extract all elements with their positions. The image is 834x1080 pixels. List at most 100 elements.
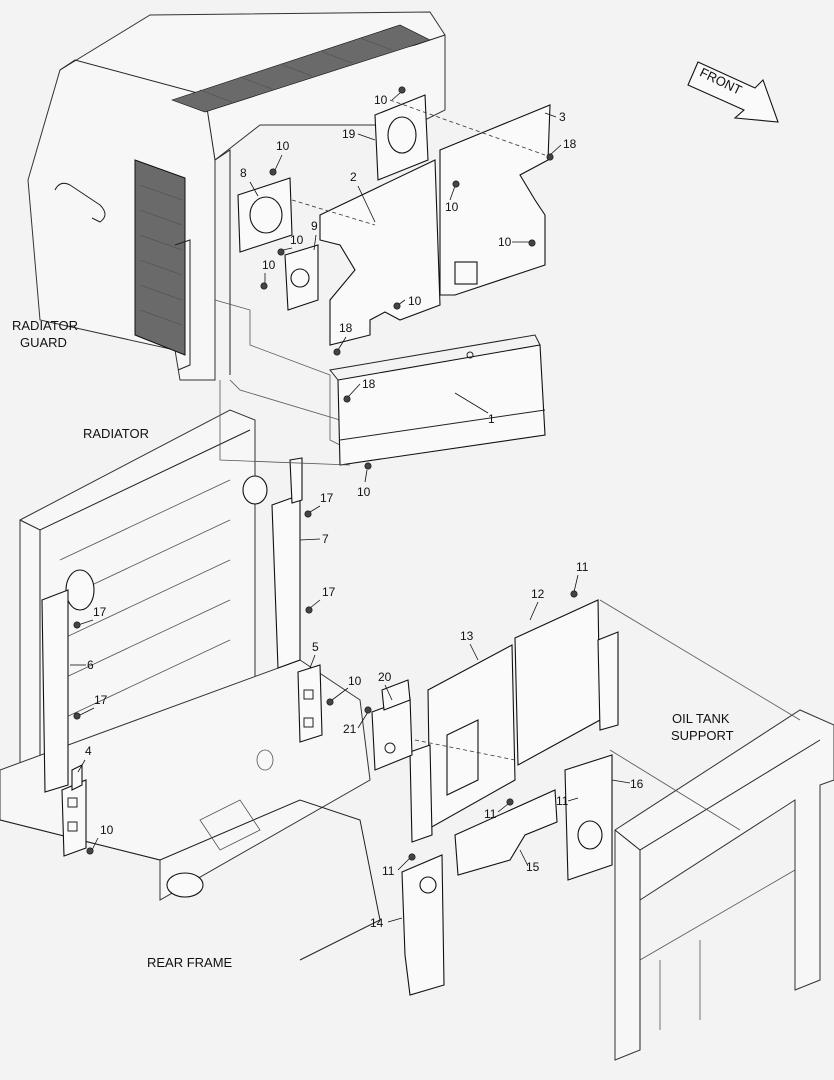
callout-leader-10 (91, 837, 99, 851)
callout-20: 20 (378, 670, 392, 684)
callout-11: 11 (576, 560, 589, 574)
part-15-bracket (454, 789, 558, 876)
radiator-guard-housing (27, 11, 446, 456)
bolt-icon (73, 621, 81, 629)
callout-leader-8 (249, 181, 259, 197)
bolt-icon (364, 462, 372, 470)
callout-leader-3 (544, 112, 557, 118)
callout-leader-16 (611, 779, 631, 784)
callout-18: 18 (362, 377, 376, 391)
part-12-panel (514, 599, 619, 766)
part-20-bracket (371, 679, 413, 771)
bolt-icon (570, 590, 578, 598)
part-1-lower-plate (329, 334, 546, 466)
bolt-icon (452, 180, 460, 188)
callout-leader-7 (299, 538, 321, 541)
callout-8: 8 (240, 166, 247, 180)
callout-leader-20 (384, 684, 393, 701)
callout-10: 10 (100, 823, 114, 837)
callout-13: 13 (460, 629, 474, 643)
callout-leader-9 (313, 234, 317, 251)
bolt-icon (408, 853, 416, 861)
label-oil-tank-2: SUPPORT (671, 728, 734, 743)
callout-leader-14 (387, 917, 403, 923)
label-radiator-guard-2: GUARD (20, 335, 67, 350)
callout-10: 10 (290, 233, 304, 247)
callout-10: 10 (276, 139, 290, 153)
oil-tank-support (614, 709, 834, 1061)
label-rear-frame: REAR FRAME (147, 955, 233, 970)
callout-7: 7 (322, 532, 329, 546)
callout-18: 18 (339, 321, 353, 335)
callout-leader-17 (77, 619, 94, 626)
callout-1: 1 (488, 412, 495, 426)
callout-10: 10 (357, 485, 371, 499)
bolt-icon (393, 302, 401, 310)
bolt-icon (260, 282, 268, 290)
callout-leader-11 (573, 574, 579, 593)
callout-21: 21 (343, 722, 357, 736)
callout-10: 10 (408, 294, 422, 308)
callout-3: 3 (559, 110, 566, 124)
callout-leader-4 (77, 759, 86, 773)
bolt-icon (277, 248, 285, 256)
rear-frame (0, 659, 381, 961)
label-radiator: RADIATOR (83, 426, 149, 441)
callout-17: 17 (93, 605, 107, 619)
callout-12: 12 (531, 587, 545, 601)
bolt-icon (304, 510, 312, 518)
part-2-middle-plate (319, 159, 441, 346)
callout-9: 9 (311, 219, 318, 233)
callout-4: 4 (85, 744, 92, 758)
part-7-bracket (271, 457, 303, 669)
callout-leader-10 (331, 687, 349, 701)
bolt-icon (305, 606, 313, 614)
bolt-icon (86, 847, 94, 855)
callout-leader-10 (364, 469, 368, 483)
part-5-bracket (297, 664, 323, 743)
callout-leader-10 (282, 247, 293, 251)
callout-11: 11 (484, 807, 497, 821)
part-6-bracket (41, 589, 69, 793)
callout-10: 10 (445, 200, 459, 214)
callout-17: 17 (94, 693, 108, 707)
callout-10: 10 (498, 235, 512, 249)
callout-18: 18 (563, 137, 577, 151)
bolt-icon (326, 698, 334, 706)
callout-5: 5 (312, 640, 319, 654)
callout-leader-18 (549, 144, 562, 156)
callout-10: 10 (374, 93, 388, 107)
callout-leader-11 (397, 857, 411, 871)
callout-leader-17 (309, 505, 321, 513)
callout-2: 2 (350, 170, 357, 184)
callout-leader-17 (309, 599, 321, 609)
callout-19: 19 (342, 127, 356, 141)
part-9-cover (284, 244, 319, 311)
callout-17: 17 (320, 491, 334, 505)
bolt-icon (398, 86, 406, 94)
callout-leader-18 (337, 336, 347, 351)
bolt-icon (343, 395, 351, 403)
callout-leader-17 (77, 707, 95, 717)
callout-leader-12 (529, 601, 539, 621)
callout-11: 11 (556, 794, 569, 808)
callout-11: 11 (382, 864, 395, 878)
callout-6: 6 (87, 658, 94, 672)
part-8-cover (237, 177, 293, 253)
bolt-icon (269, 168, 277, 176)
callout-leader-2 (357, 185, 376, 223)
assembly-lines (219, 99, 801, 831)
bolt-icon (528, 239, 536, 247)
callout-17: 17 (322, 585, 336, 599)
label-radiator-guard-1: RADIATOR (12, 318, 78, 333)
callout-10: 10 (262, 258, 276, 272)
callouts: 10 3 19 18 10 8 2 10 9 10 10 10 10 18 18 1 10 17 7 17 17 6 17 5… (70, 86, 644, 930)
callout-leader-10 (449, 185, 456, 201)
label-oil-tank-1: OIL TANK (672, 711, 730, 726)
callout-leader-19 (357, 133, 376, 141)
callout-14: 14 (370, 916, 384, 930)
callout-leader-11 (567, 797, 579, 802)
callout-leader-11 (497, 803, 509, 813)
front-arrow: FRONT (687, 61, 779, 123)
part-13-panel (409, 644, 516, 843)
